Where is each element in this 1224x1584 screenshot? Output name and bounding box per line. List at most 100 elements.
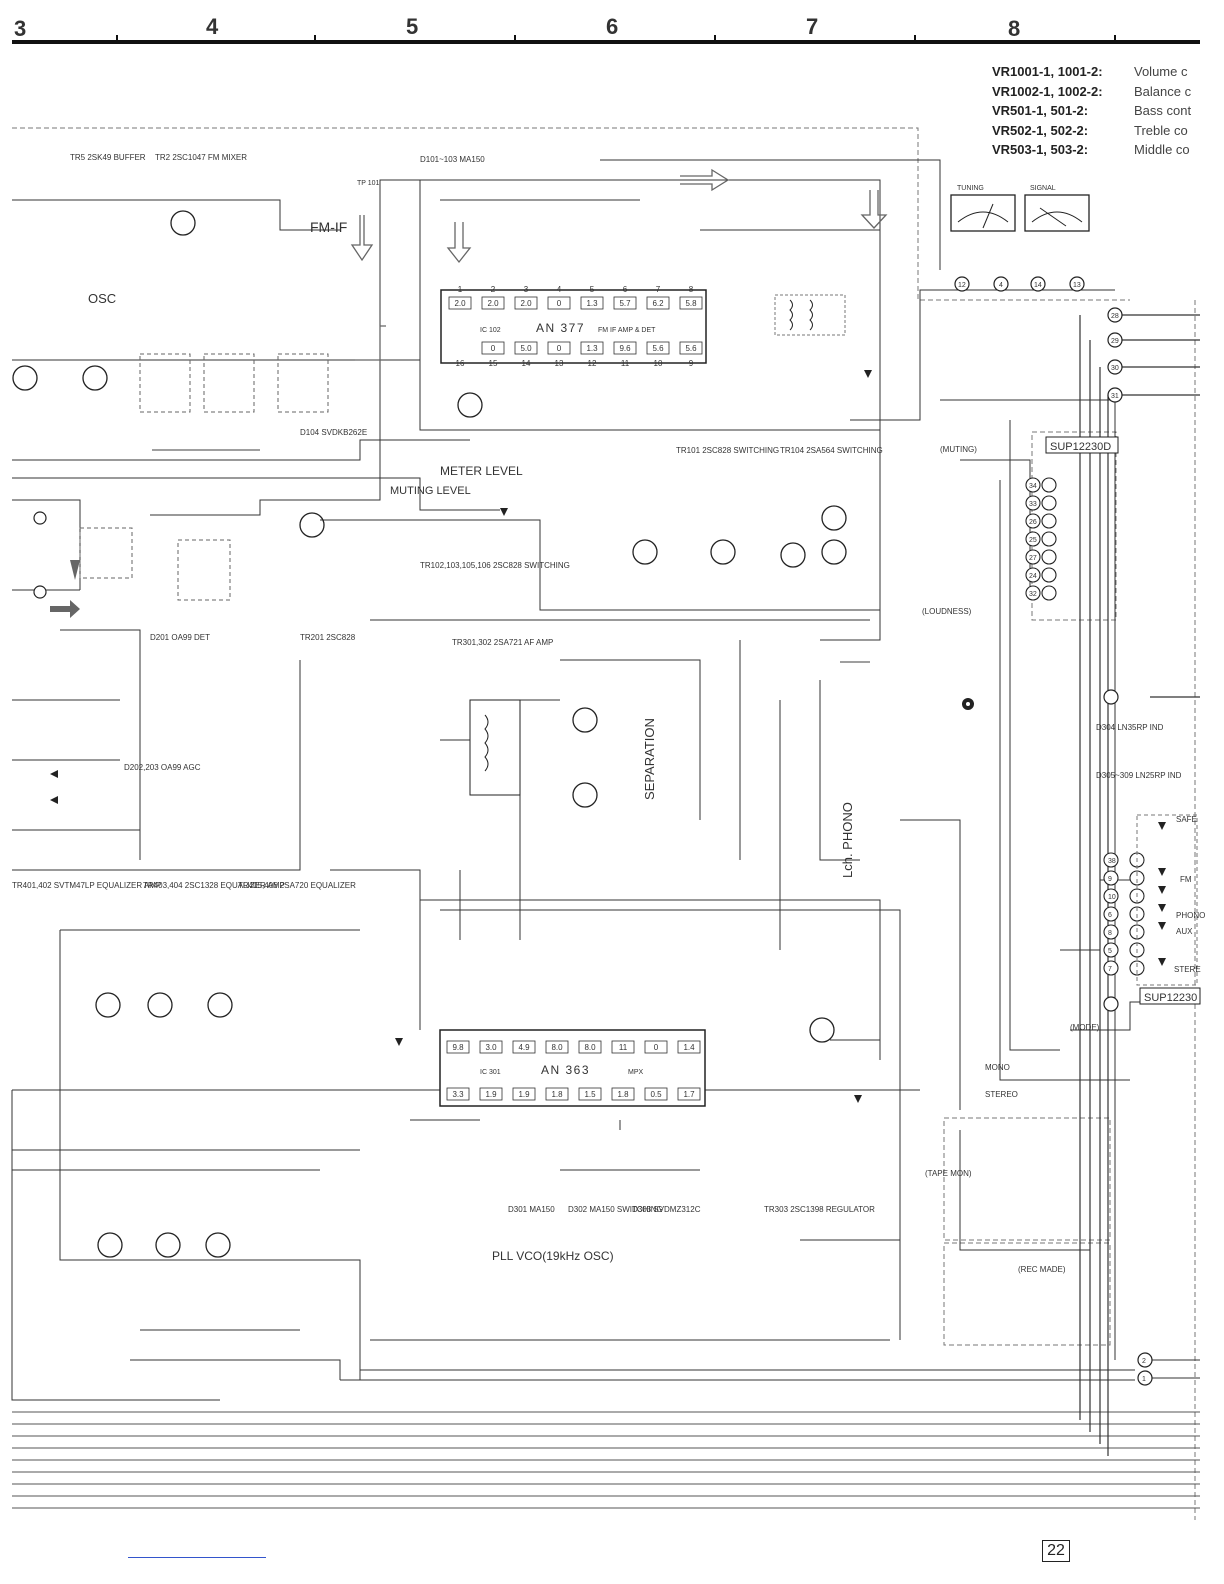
voltage-box — [545, 1040, 569, 1054]
ic301-ref: IC 301 — [480, 1069, 501, 1076]
fm-label: FM — [1180, 875, 1192, 884]
voltage-reading: 0.5 — [650, 1090, 662, 1099]
ic-pin-number: 13 — [555, 359, 564, 368]
legend-row: VR1002-1, 1002-2:Balance c — [992, 83, 1192, 99]
voltage-reading: 8.0 — [551, 1043, 563, 1052]
muting-caption: (MUTING) — [940, 445, 977, 454]
voltage-reading: 1.8 — [551, 1090, 563, 1099]
safe-label: SAFE — [1176, 815, 1197, 824]
voltage-reading: 9.6 — [619, 344, 631, 353]
connector-pin-31: 31 — [1111, 393, 1119, 400]
voltage-reading: 0 — [557, 344, 562, 353]
voltage-box — [580, 341, 604, 355]
voltage-box — [677, 1087, 701, 1101]
voltage-box — [514, 296, 538, 310]
voltage-box — [545, 1087, 569, 1101]
led-pin: 8 — [1108, 930, 1112, 937]
grid-col-3: 3 — [14, 16, 26, 41]
osc-label: OSC — [88, 291, 116, 306]
tuning-meter-label: TUNING — [957, 185, 984, 192]
pll-vco-label: PLL VCO(19kHz OSC) — [492, 1249, 614, 1263]
voltage-box — [646, 296, 670, 310]
voltage-box — [448, 296, 472, 310]
voltage-reading: 1.3 — [586, 344, 598, 353]
grid-col-8: 8 — [1008, 16, 1020, 41]
ic-pin-number: 4 — [557, 285, 562, 294]
meter-pin-4: 4 — [999, 282, 1003, 289]
meter-pin-13: 13 — [1073, 282, 1081, 289]
muting-level-label: MUTING LEVEL — [390, 485, 471, 497]
tr303-caption: TR303 2SC1398 REGULATOR — [764, 1205, 875, 1214]
fm-if-label: FM-IF — [310, 219, 347, 235]
ic-pin-number: 6 — [623, 285, 628, 294]
ic-pin-number: 5 — [590, 285, 595, 294]
voltage-box — [613, 296, 637, 310]
footer-link-underline[interactable] — [128, 1557, 266, 1558]
d305-caption: D305~309 LN25RP IND — [1096, 771, 1182, 780]
voltage-reading: 11 — [619, 1043, 628, 1052]
tr2-caption: TR2 2SC1047 FM MIXER — [155, 153, 247, 162]
bottom-pin-1: 1 — [1142, 1376, 1146, 1383]
voltage-reading: 0 — [654, 1043, 659, 1052]
voltage-reading: 0 — [557, 299, 562, 308]
led-pin: 7 — [1108, 966, 1112, 973]
voltage-box — [613, 341, 637, 355]
d302-caption: D302 MA150 SWITCHING — [568, 1205, 663, 1214]
voltage-reading: 5.8 — [685, 299, 697, 308]
voltage-reading: 1.7 — [683, 1090, 695, 1099]
led-pin: 6 — [1108, 912, 1112, 919]
voltage-box — [578, 1087, 602, 1101]
voltage-reading: 5.6 — [652, 344, 664, 353]
signal-meter — [1024, 194, 1090, 232]
voltage-reading: 3.3 — [452, 1090, 464, 1099]
ic102-ref: IC 102 — [480, 327, 501, 334]
led-pin: 38 — [1108, 858, 1116, 865]
voltage-reading: 5.0 — [520, 344, 532, 353]
ic-pin-number: 10 — [654, 359, 663, 368]
voltage-box — [679, 341, 703, 355]
ic-pin-number: 11 — [621, 359, 630, 368]
tr102-caption: TR102,103,105,106 2SC828 SWITCHING — [420, 561, 570, 570]
voltage-box — [514, 341, 538, 355]
voltage-box — [644, 1040, 668, 1054]
sup-pin: 27 — [1029, 555, 1037, 562]
ic301-desc: MPX — [628, 1069, 644, 1076]
voltage-reading: 1.9 — [518, 1090, 530, 1099]
tr104-caption: TR104 2SA564 SWITCHING — [780, 446, 883, 455]
ic-pin-number: 7 — [656, 285, 661, 294]
loudness-caption: (LOUDNESS) — [922, 607, 972, 616]
meter-pin-12: 12 — [958, 282, 966, 289]
connector-pin-29: 29 — [1111, 338, 1119, 345]
voltage-reading: 2.0 — [454, 299, 466, 308]
bottom-pin-2: 2 — [1142, 1358, 1146, 1365]
sup-pin: 34 — [1029, 483, 1037, 490]
tr101-caption: TR101 2SC828 SWITCHING — [676, 446, 779, 455]
d101-caption: D101~103 MA150 — [420, 155, 485, 164]
voltage-box — [677, 1040, 701, 1054]
ic-pin-number: 15 — [489, 359, 498, 368]
d304-caption: D304 LN35RP IND — [1096, 723, 1164, 732]
tr301-caption: TR301,302 2SA721 AF AMP — [452, 638, 553, 647]
tp101-label: TP 101 — [357, 180, 380, 187]
tr403-caption: TR403,404 2SC1328 EQUALIZER AMP — [143, 881, 285, 890]
d104-caption: D104 SVDKB262E — [300, 428, 367, 437]
d202-caption: D202,203 OA99 AGC — [124, 763, 201, 772]
sup-pin: 26 — [1029, 519, 1037, 526]
d201-caption: D201 OA99 DET — [150, 633, 210, 642]
d301-caption: D301 MA150 — [508, 1205, 555, 1214]
grid-col-6: 6 — [606, 14, 618, 39]
voltage-box — [479, 1087, 503, 1101]
voltage-box — [446, 1040, 470, 1054]
ic-pin-number: 3 — [524, 285, 529, 294]
legend-row: VR501-1, 501-2:Bass cont — [992, 103, 1192, 118]
lch-phono-label: Lch. PHONO — [840, 802, 855, 878]
voltage-reading: 2.0 — [487, 299, 499, 308]
sup-bottom-label: SUP12230 — [1144, 992, 1197, 1004]
voltage-reading: 1.3 — [586, 299, 598, 308]
stereo-switch-caption: STEREO — [985, 1090, 1018, 1099]
stereo-label: STERE — [1174, 965, 1201, 974]
ic-pin-number: 14 — [522, 359, 531, 368]
voltage-reading: 5.7 — [619, 299, 631, 308]
voltage-box — [481, 296, 505, 310]
tr5-caption: TR5 2SK49 BUFFER — [70, 153, 146, 162]
